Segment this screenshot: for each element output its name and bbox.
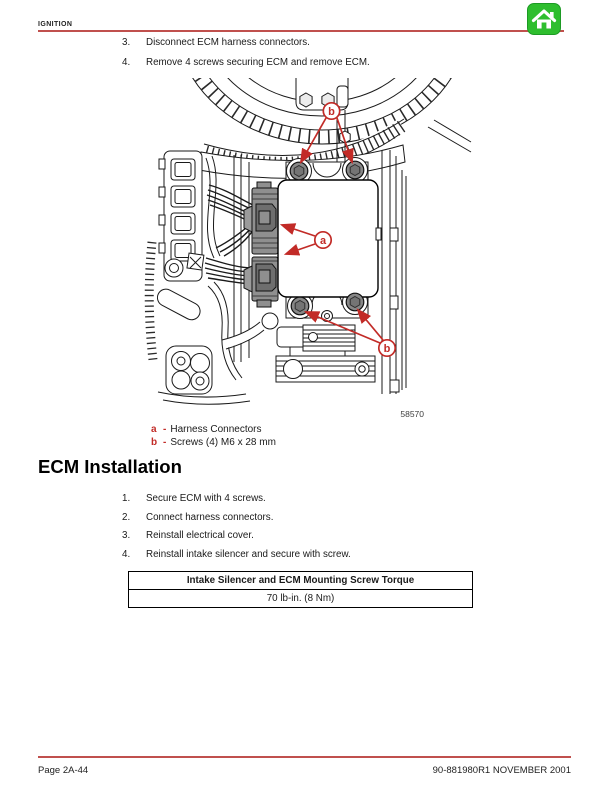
step-text: Connect harness connectors. <box>146 511 274 523</box>
legend-dash: - <box>163 424 167 435</box>
step-text: Remove 4 screws securing ECM and remove … <box>146 57 370 68</box>
callout-b-top-label: b <box>328 106 335 118</box>
legend-text: Harness Connectors <box>170 424 262 435</box>
step-number: 2. <box>122 511 131 523</box>
ecm-tab <box>375 227 382 241</box>
harness-connector-upper <box>243 181 279 255</box>
step-text: Reinstall electrical cover. <box>146 530 254 541</box>
step-row: 2. Connect harness connectors. <box>122 512 273 524</box>
header-rule <box>38 30 564 32</box>
step-row: 1. Secure ECM with 4 screws. <box>122 493 266 505</box>
engine-posts <box>233 155 250 362</box>
figure-number: 58570 <box>400 409 424 419</box>
step-row: 4. Remove 4 screws securing ECM and remov… <box>122 57 370 69</box>
step-text: Secure ECM with 4 screws. <box>146 493 266 504</box>
torque-table-header: Intake Silencer and ECM Mounting Screw T… <box>129 572 472 590</box>
ecm-screw-top-left <box>289 161 309 181</box>
home-button[interactable] <box>527 3 561 35</box>
legend-item-b: b-Screws (4) M6 x 28 mm <box>151 436 276 449</box>
torque-table-value: 70 lb-in. (8 Nm) <box>266 593 335 604</box>
callout-b-bottom-label: b <box>384 343 391 355</box>
legend-item-a: a-Harness Connectors <box>151 423 276 436</box>
cover-edge <box>381 150 407 394</box>
torque-table: Intake Silencer and ECM Mounting Screw T… <box>128 571 473 608</box>
section-heading: ECM Installation <box>38 456 182 477</box>
step-text: Reinstall intake silencer and secure wit… <box>146 548 351 560</box>
step-text: Disconnect ECM harness connectors. <box>146 37 310 48</box>
ecm-diagram: b a b <box>143 78 472 405</box>
step-row: 3. Reinstall electrical cover. <box>122 530 254 542</box>
step-number: 1. <box>122 493 131 504</box>
step-row: 3. Disconnect ECM harness connectors. <box>122 37 310 49</box>
legend-dash: - <box>163 437 167 448</box>
electrical-cover-plates <box>275 324 376 383</box>
engine-edge-lines <box>427 119 472 153</box>
ring-terminal-lead <box>221 312 279 350</box>
figure-legend: a-Harness Connectors b-Screws (4) M6 x 2… <box>151 423 276 449</box>
ecm-screw-bottom-left <box>290 296 310 316</box>
legend-key: a <box>151 424 157 435</box>
step-row: 4. Reinstall intake silencer and secure w… <box>122 549 351 561</box>
callout-arrows <box>279 101 397 358</box>
footer-rule <box>38 756 571 758</box>
footer-document-number: 90-881980R1 NOVEMBER 2001 <box>432 765 571 776</box>
step-number: 4. <box>122 57 131 68</box>
legend-text: Screws (4) M6 x 28 mm <box>170 437 276 448</box>
left-engine-parts <box>143 241 251 405</box>
step-number: 3. <box>122 530 131 541</box>
step-number: 3. <box>122 37 131 48</box>
ecm-screw-bottom-right <box>345 292 365 312</box>
coil-connector-stack <box>158 150 203 282</box>
home-icon <box>527 3 561 35</box>
ecm-screw-top-right <box>345 160 365 180</box>
callout-a-label: a <box>320 235 327 247</box>
section-label: IGNITION <box>38 21 73 28</box>
hex-bolt-icon <box>299 92 313 108</box>
legend-key: b <box>151 437 158 448</box>
footer-page-number: Page 2A-44 <box>38 765 89 776</box>
step-number: 4. <box>122 548 131 560</box>
